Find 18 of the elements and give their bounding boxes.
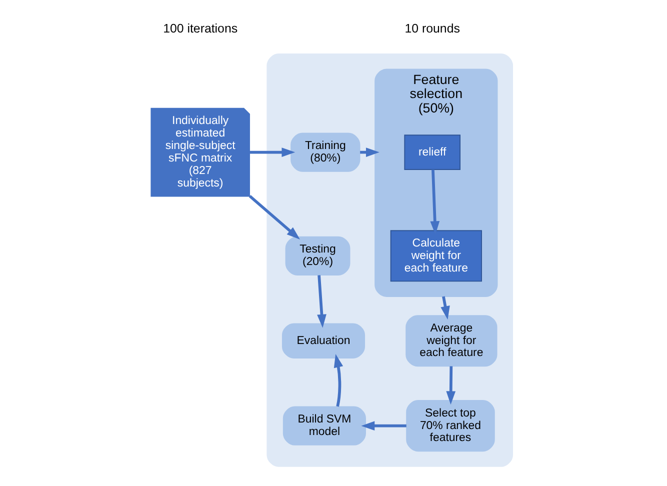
node-box: Build SVM model	[282, 406, 366, 446]
node-box: Training (80%)	[290, 132, 360, 172]
label: 100 iterations	[162, 21, 238, 36]
arrow	[446, 366, 456, 405]
node-box: relieff	[404, 134, 460, 170]
node-box: Average weight for each feature	[405, 315, 497, 367]
node-box: Calculate weight for each feature	[390, 230, 482, 282]
arrow	[360, 421, 406, 431]
cluster	[266, 53, 513, 467]
node-box: Evaluation	[281, 323, 365, 359]
node-box: Testing (20%)	[284, 236, 350, 276]
label: 10 rounds	[404, 21, 460, 36]
node-box: Select top 70% ranked features	[406, 400, 494, 452]
arrow	[333, 354, 343, 407]
arrow	[440, 296, 450, 320]
arrow	[316, 275, 326, 328]
arrow	[248, 195, 300, 240]
arrow	[249, 148, 295, 157]
